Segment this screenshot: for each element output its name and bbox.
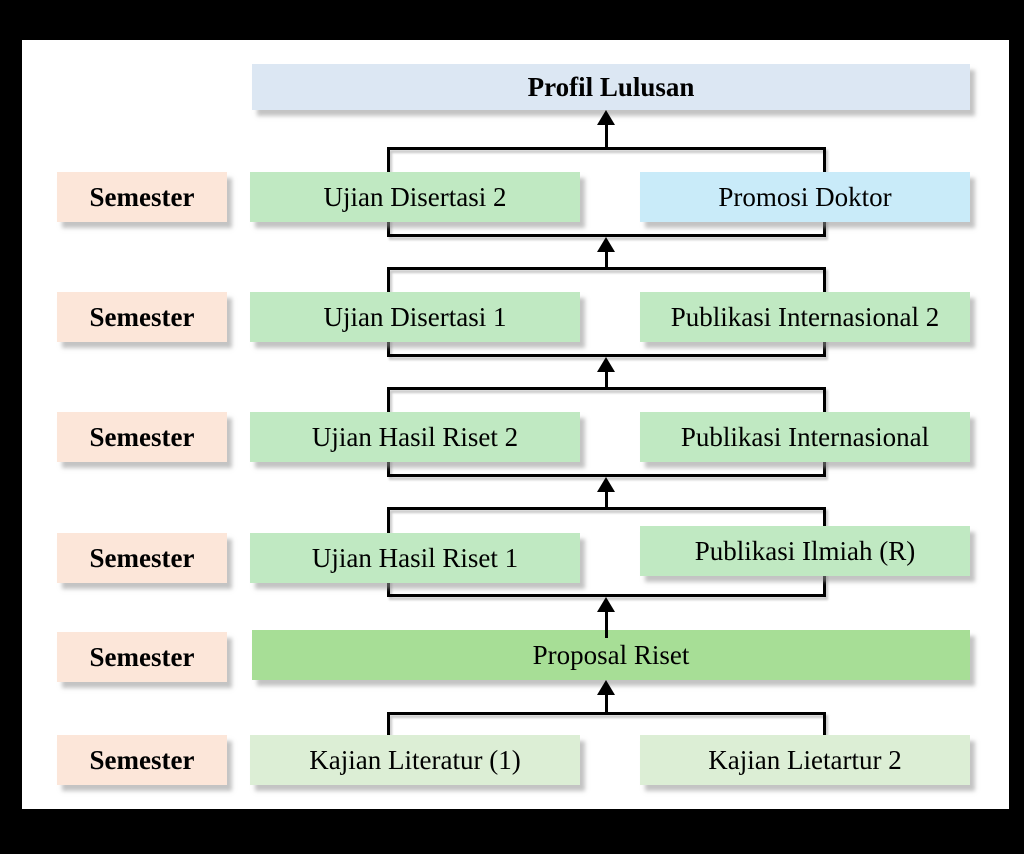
arrowhead-icon	[597, 680, 615, 695]
semester-label: Semester	[89, 181, 195, 212]
ujian-hasil-riset-1-box: Ujian Hasil Riset 1	[250, 533, 580, 583]
semester-badge-3: Semester	[57, 412, 227, 462]
box-label: Ujian Disertasi 2	[323, 181, 507, 212]
arrowhead-icon	[597, 597, 615, 612]
up-arrow-proposal-to-row4	[597, 597, 615, 638]
proposal-riset-box: Proposal Riset	[252, 630, 970, 680]
ujian-disertasi-1-box: Ujian Disertasi 1	[250, 292, 580, 342]
semester-label: Semester	[89, 641, 195, 672]
box-label: Kajian Lietartur 2	[708, 744, 902, 775]
box-label: Proposal Riset	[532, 639, 690, 670]
box-label: Kajian Literatur (1)	[309, 744, 521, 775]
box-label: Publikasi Ilmiah (R)	[694, 535, 916, 566]
semester-badge-5: Semester	[57, 632, 227, 682]
arrowhead-icon	[597, 477, 615, 492]
up-arrow-row2-to-row1	[597, 237, 615, 268]
connector-bracket-row-6	[387, 712, 826, 737]
box-label: Ujian Hasil Riset 1	[311, 542, 519, 573]
box-label: Ujian Disertasi 1	[323, 301, 507, 332]
semester-label: Semester	[89, 542, 195, 573]
ujian-disertasi-2-box: Ujian Disertasi 2	[250, 172, 580, 222]
arrowhead-icon	[597, 237, 615, 252]
arrowhead-icon	[597, 110, 615, 125]
semester-label: Semester	[89, 301, 195, 332]
kajian-literatur-2-box: Kajian Lietartur 2	[640, 735, 970, 785]
diagram-sheet: Profil Lulusan Semester Ujian Disertasi …	[22, 40, 1009, 809]
up-arrow-row4-to-row3	[597, 477, 615, 508]
box-label: Ujian Hasil Riset 2	[311, 421, 519, 452]
ujian-hasil-riset-2-box: Ujian Hasil Riset 2	[250, 412, 580, 462]
box-label: Publikasi Internasional 2	[670, 301, 940, 332]
up-arrow-row6-to-proposal	[597, 680, 615, 713]
semester-label: Semester	[89, 421, 195, 452]
box-label: Publikasi Internasional	[680, 421, 930, 452]
profil-lulusan-label: Profil Lulusan	[527, 71, 695, 102]
box-label: Promosi Doktor	[718, 181, 892, 212]
kajian-literatur-1-box: Kajian Literatur (1)	[250, 735, 580, 785]
semester-label: Semester	[89, 744, 195, 775]
promosi-doktor-box: Promosi Doktor	[640, 172, 970, 222]
publikasi-internasional-2-box: Publikasi Internasional 2	[640, 292, 970, 342]
publikasi-ilmiah-r-box: Publikasi Ilmiah (R)	[640, 526, 970, 576]
publikasi-internasional-box: Publikasi Internasional	[640, 412, 970, 462]
semester-badge-4: Semester	[57, 533, 227, 583]
semester-badge-2: Semester	[57, 292, 227, 342]
up-arrow-row3-to-row2	[597, 357, 615, 388]
semester-badge-6: Semester	[57, 735, 227, 785]
semester-badge-1: Semester	[57, 172, 227, 222]
profil-lulusan-box: Profil Lulusan	[252, 64, 970, 110]
arrowhead-icon	[597, 357, 615, 372]
up-arrow-to-profil	[597, 110, 615, 148]
